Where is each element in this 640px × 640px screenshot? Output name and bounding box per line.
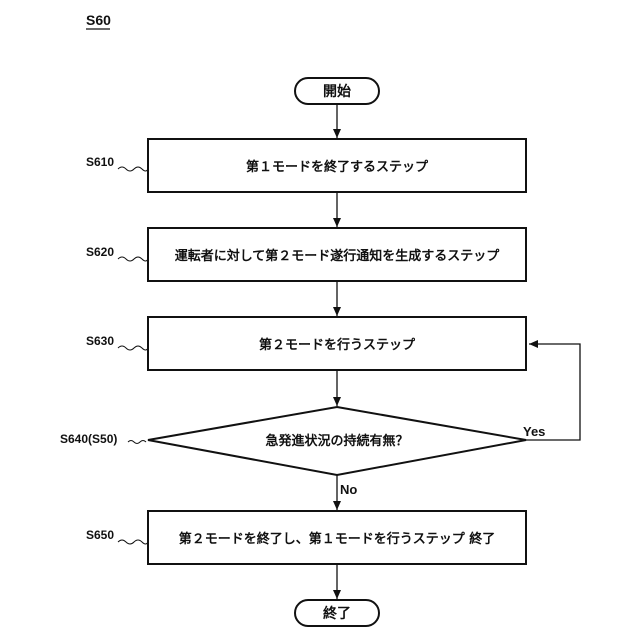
step-id-s630: S630 [86,334,114,348]
leader-s610 [118,167,148,171]
leader-s640 [128,441,146,444]
step-id-s620: S620 [86,245,114,259]
step-text-s620: 運転者に対して第２モード遂行通知を生成するステップ [175,248,501,264]
leader-s620 [118,257,148,261]
step-id-s650: S650 [86,528,114,542]
step-id-s610: S610 [86,155,114,169]
step-text-s650: 第２モードを終了し、第１モードを行うステップ 終了 [179,531,496,547]
step-text-s630: 第２モードを行うステップ [259,337,416,353]
yes-label: Yes [523,424,545,439]
decision-text: 急発進状況の持続有無？ [265,433,408,449]
end-label: 終了 [323,605,351,622]
figure-label: S60 [86,12,111,28]
start-label: 開始 [323,83,351,100]
decision-id: S640(S50) [60,432,117,446]
no-label: No [340,482,357,497]
step-text-s610: 第１モードを終了するステップ [246,159,429,175]
leader-s650 [118,540,148,544]
leader-s630 [118,346,148,350]
